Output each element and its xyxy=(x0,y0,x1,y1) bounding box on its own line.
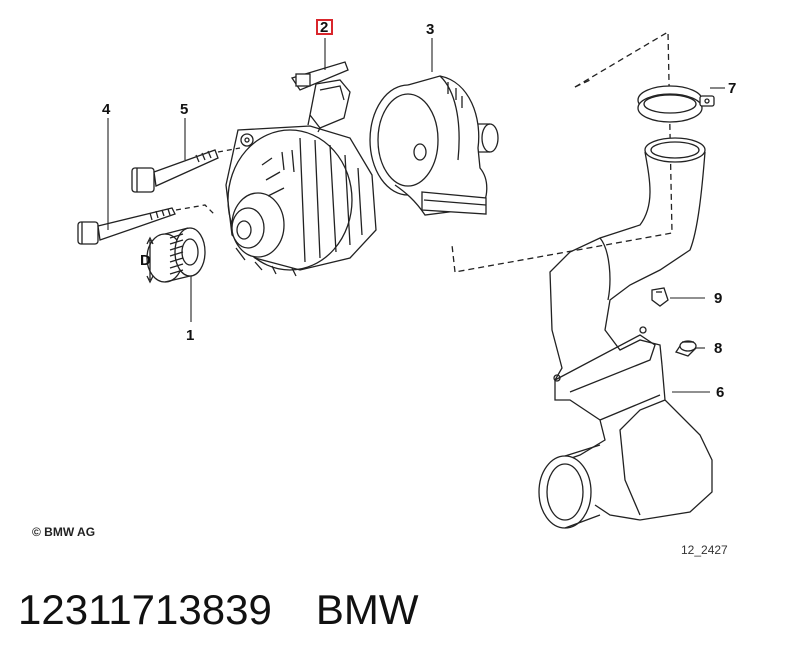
regulator xyxy=(290,61,351,133)
alternator xyxy=(225,125,377,277)
bolt-short xyxy=(131,149,219,193)
drawing-number: 12_2427 xyxy=(681,543,728,557)
dimension-label: D xyxy=(140,252,151,269)
copyright-notice: © BMW AG xyxy=(32,525,96,539)
leader-lines xyxy=(107,38,725,393)
callout-1: 1 xyxy=(186,327,194,344)
frame-link xyxy=(574,79,591,88)
hose-clamp xyxy=(637,85,715,123)
air-duct-housing xyxy=(369,75,499,216)
part-number: 12311713839 xyxy=(18,586,272,633)
pulley xyxy=(146,227,206,284)
callout-3: 3 xyxy=(426,21,434,38)
callout-6: 6 xyxy=(716,384,724,401)
assembly-frame xyxy=(451,30,673,273)
callout-8: 8 xyxy=(714,340,722,357)
screw xyxy=(674,340,697,357)
callout-7: 7 xyxy=(728,80,736,97)
clip-nut xyxy=(651,287,669,307)
callout-5: 5 xyxy=(180,101,188,118)
bolt-long xyxy=(77,207,176,245)
callout-4: 4 xyxy=(102,101,111,118)
intake-duct xyxy=(538,137,713,529)
brand-name: BMW xyxy=(315,586,419,633)
callout-9: 9 xyxy=(714,290,722,307)
callout-2: 2 xyxy=(320,19,328,36)
parts-diagram: 1 2 3 4 5 6 7 8 9 D xyxy=(77,19,736,529)
highlight-box xyxy=(316,19,333,35)
footer-caption: 12311713839 BMW xyxy=(18,586,418,634)
